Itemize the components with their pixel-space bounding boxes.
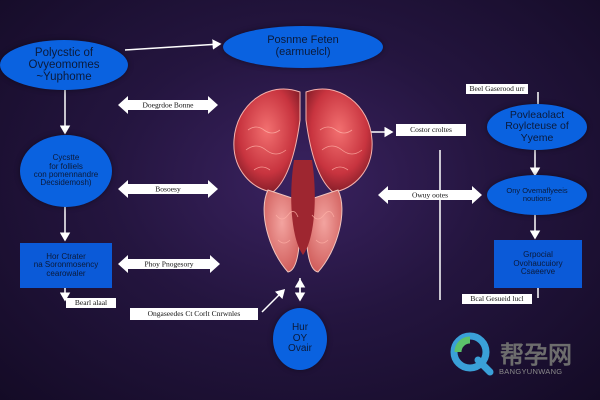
arrow-pcos-to-top bbox=[124, 39, 222, 51]
left-lobe bbox=[233, 88, 301, 193]
watermark-text-en: BANGYUNWANG bbox=[499, 367, 563, 376]
double-arrow-left-low: Phoy Pnogesory bbox=[118, 255, 220, 273]
node-right-ovary: Ony Ovemaflyeeis noutions bbox=[487, 175, 587, 215]
node-top-center: Posnme Feten (earmuelcl) bbox=[223, 26, 383, 68]
double-arrow-left-top: Doegrdoe Bonne bbox=[118, 96, 218, 114]
arrow-diagonal bbox=[261, 288, 286, 313]
node-right-box: Grpocial Ovohaucuiory Csaeerve bbox=[494, 240, 582, 288]
label-center-right: Costor croltes bbox=[396, 124, 466, 136]
label-bottom-right: Bcal Gesueid lucl bbox=[462, 294, 532, 304]
double-arrow-right-mid: Owuy ootes bbox=[378, 186, 482, 204]
node-bottom-ellipse: Hur OY Ovair bbox=[273, 308, 327, 370]
double-arrow-shape bbox=[118, 96, 218, 114]
double-arrow-shape bbox=[118, 255, 220, 273]
label-top-right: Beel Gaserood urr bbox=[466, 84, 528, 94]
watermark-logo-icon bbox=[450, 332, 494, 376]
center-stem bbox=[291, 160, 315, 255]
node-cycle: Cycstte for folliels con pomennandre Dec… bbox=[20, 135, 112, 207]
label-bottom-left: Bearl alaal bbox=[66, 298, 116, 308]
double-arrow-shape bbox=[118, 180, 218, 198]
node-right-pcos: Povleaolact Roylcteuse of Yyeme bbox=[487, 104, 587, 150]
double-arrow-shape bbox=[378, 186, 482, 204]
arrow-label-left-low: Phoy Pnogesory bbox=[144, 259, 194, 269]
label-bottom-caption: Ongaseedes Ct Corlt Cnrwnles bbox=[130, 308, 258, 320]
node-pcos-title: Polycstic of Ovyeomomes ~Yuphome bbox=[0, 40, 128, 90]
watermark-text-cn: 帮孕网 bbox=[500, 341, 572, 369]
right-lobe bbox=[305, 88, 373, 193]
organ-illustration bbox=[233, 88, 373, 273]
arrow-label-left-mid: Bosoesy bbox=[155, 184, 181, 194]
node-hor-box: Hor Ctrater na Soronmosency cearowaler bbox=[20, 243, 112, 288]
arrow-label-left-top: Doegrdoe Bonne bbox=[142, 100, 194, 110]
double-arrow-left-mid: Bosoesy bbox=[118, 180, 218, 198]
arrow-label-right-mid: Owuy ootes bbox=[411, 190, 449, 200]
